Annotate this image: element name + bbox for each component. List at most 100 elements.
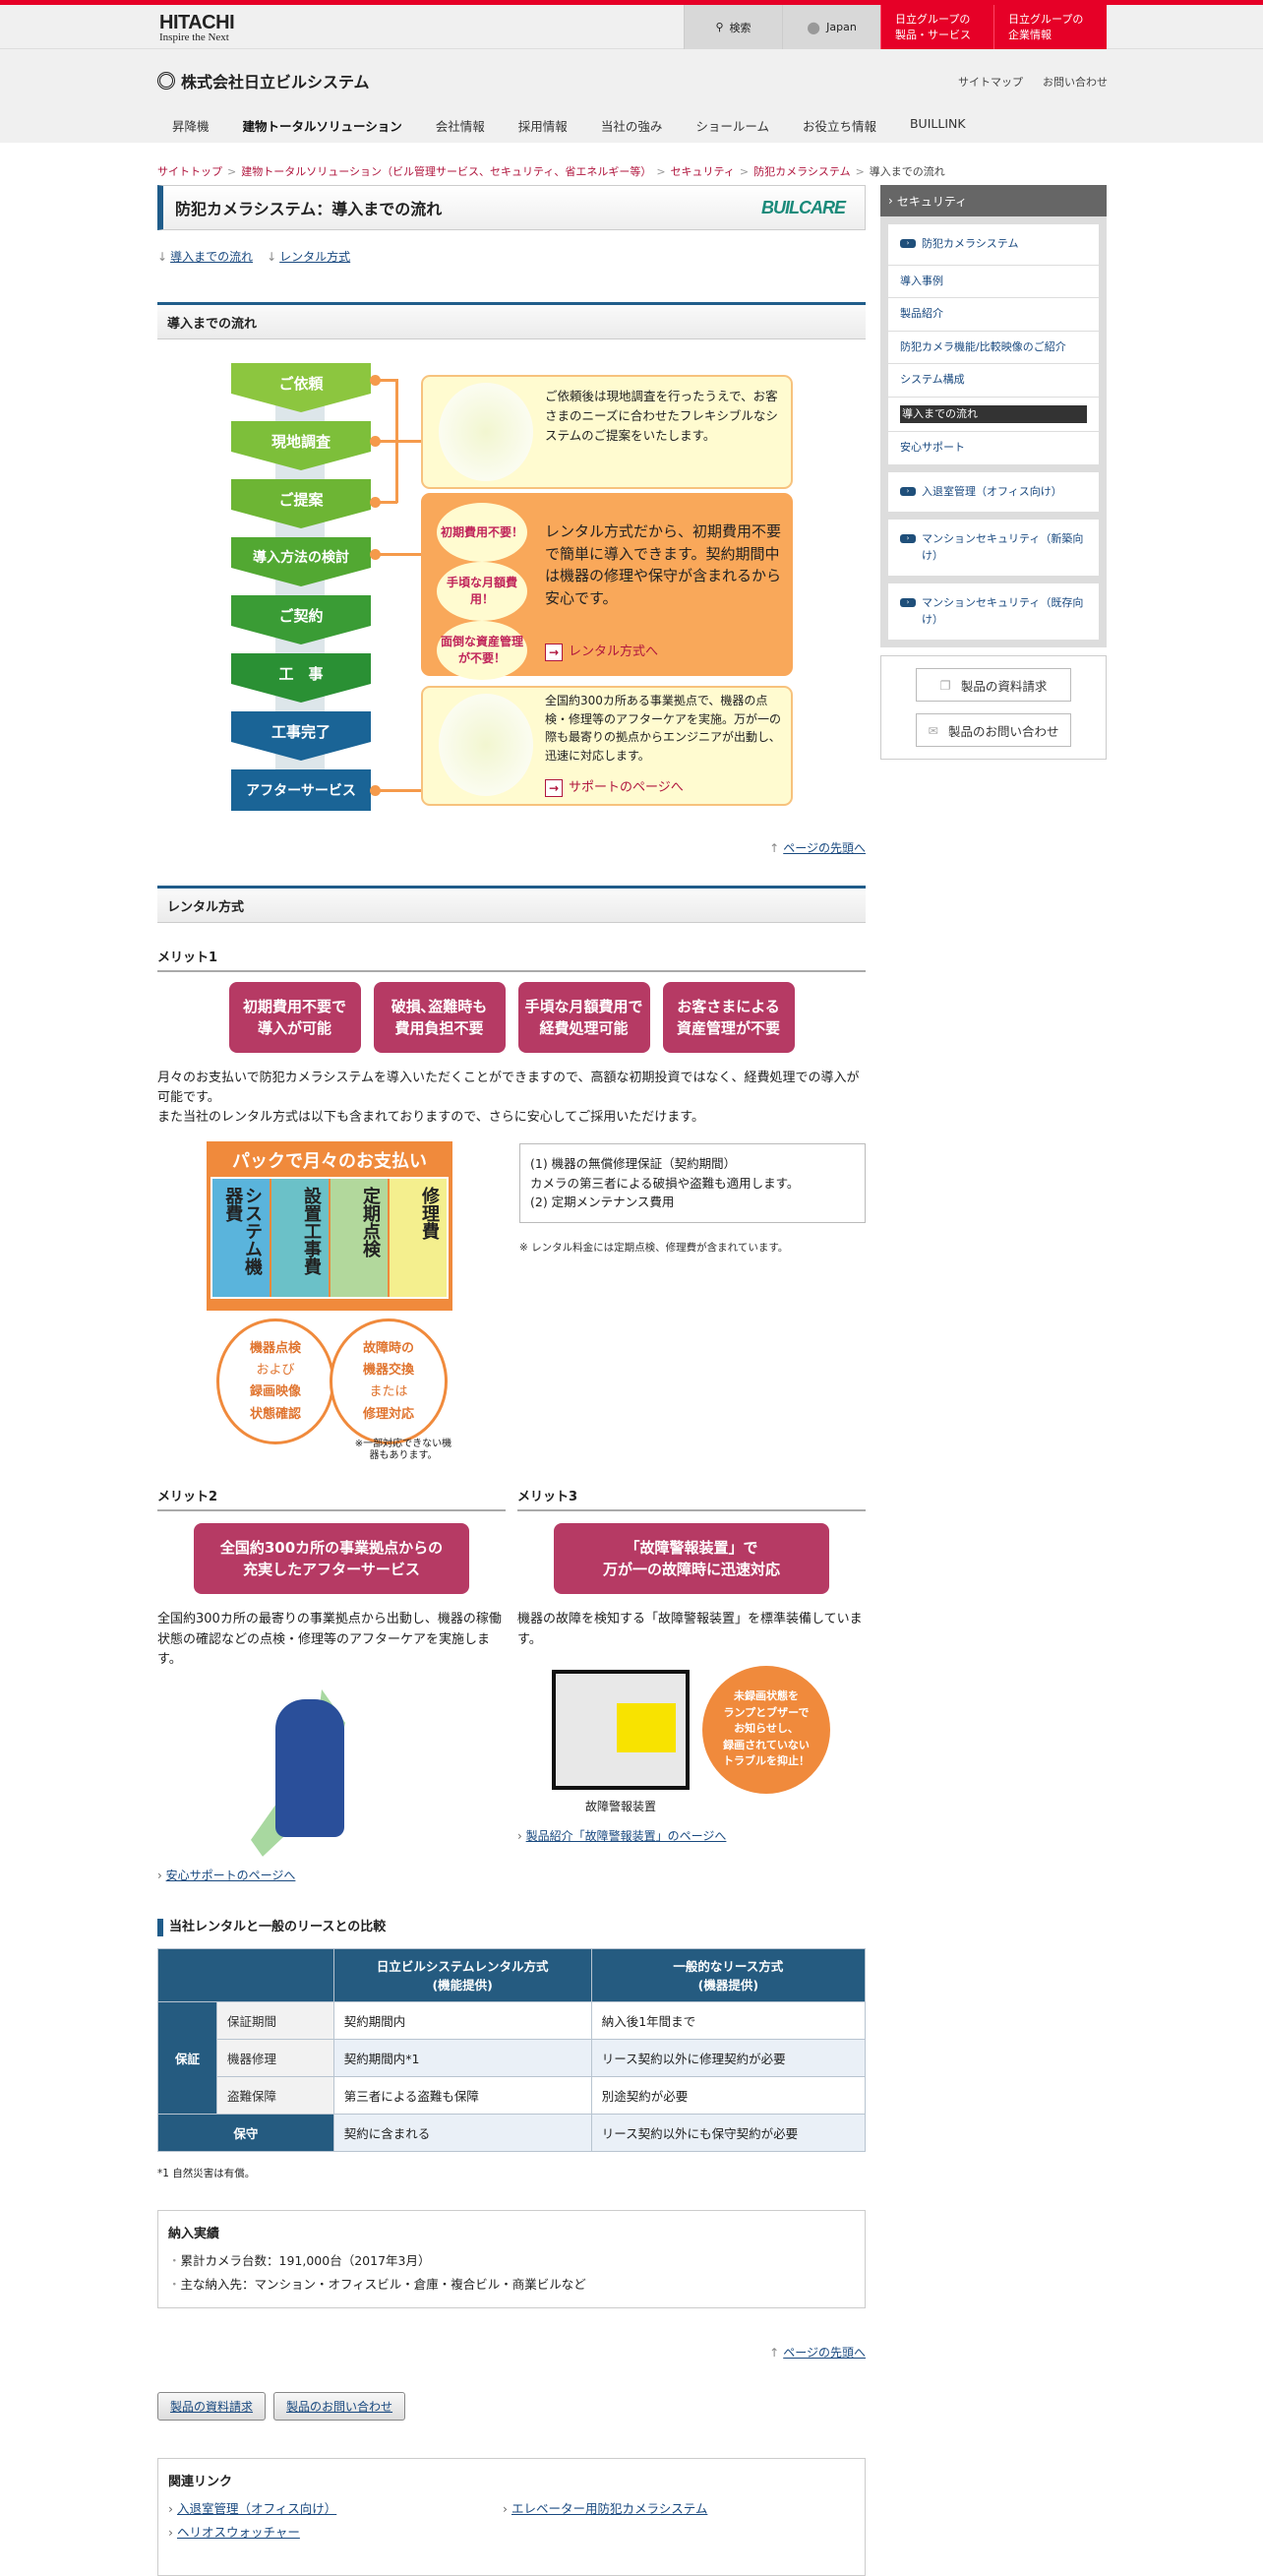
logo-text: HITACHI bbox=[159, 12, 235, 33]
related-links-box: 関連リンク › 入退室管理（オフィス向け）› エレベーター用防犯カメラシステム … bbox=[157, 2458, 866, 2576]
contact-link[interactable]: お問い合わせ bbox=[1043, 76, 1108, 89]
flow-step: アフターサービス bbox=[231, 769, 371, 811]
sidebar-item-mansion-existing[interactable]: ›マンションセキュリティ（既存向け） bbox=[888, 583, 1099, 640]
sidebar-heading[interactable]: ›セキュリティ bbox=[880, 185, 1107, 216]
merit-badge: 手頃な月額費用で経費処理可能 bbox=[517, 982, 650, 1053]
photo-caption: 故障警報装置 bbox=[584, 1799, 656, 1813]
sidebar-inquiry-button[interactable]: ✉製品のお問い合わせ bbox=[916, 713, 1071, 747]
merit-badge: 全国約300カ所の事業拠点からの充実したアフターサービス bbox=[194, 1523, 469, 1595]
sitemap-link[interactable]: サイトマップ bbox=[958, 76, 1023, 89]
flow-box-after-service: 全国約300カ所ある事業拠点で、機器の点検・修理等のアフターケアを実施。万が一の… bbox=[421, 686, 793, 806]
back-to-top-link[interactable]: ページの先頭へ bbox=[783, 841, 866, 855]
flow-box-rental: 初期費用不要！ 手頃な月額費用！ 面倒な資産管理が不要！ レンタル方式だから、初… bbox=[421, 493, 793, 680]
company-logo[interactable]: 株式会社日立ビルシステム bbox=[157, 69, 370, 92]
chevron-right-icon: › bbox=[900, 598, 916, 607]
back-to-top-link[interactable]: ページの先頭へ bbox=[783, 2346, 866, 2361]
merit-badge: お客さまによる資産管理が不要 bbox=[662, 982, 795, 1053]
chevron-right-icon: › bbox=[900, 534, 916, 543]
related-link[interactable]: エレベーター用防犯カメラシステム bbox=[511, 2501, 708, 2517]
global-nav: 昇降機 建物トータルソリューション 会社情報 採用情報 当社の強み ショールーム お役立ち情… bbox=[172, 116, 966, 135]
request-materials-button[interactable]: 製品の資料請求 bbox=[157, 2392, 267, 2422]
arrow-down-icon: ↓ bbox=[267, 250, 277, 264]
nav-item-active[interactable]: 建物トータルソリューション bbox=[242, 119, 402, 134]
pack-col: 設置工事費 bbox=[271, 1179, 329, 1298]
breadcrumb-link[interactable]: 防犯カメラシステム bbox=[753, 165, 851, 178]
nav-item[interactable]: 当社の強み bbox=[600, 119, 663, 134]
merit1-text: また当社のレンタル方式は以下も含まれておりますので、さらに安心してご採用いただけ… bbox=[157, 1110, 705, 1126]
rental-note: ※ レンタル料金には定期点検、修理費が含まれています。 bbox=[519, 1242, 789, 1255]
rental-link[interactable]: → レンタル方式へ bbox=[545, 643, 658, 663]
alarm-device-link[interactable]: 製品紹介「故障警報装置」のページへ bbox=[525, 1828, 727, 1843]
merit2-text: 全国約300カ所の最寄りの事業拠点から出動し、機器の稼働状態の確認などの点検・修… bbox=[157, 1612, 502, 1667]
search-label: 検索 bbox=[729, 21, 752, 34]
sidebar-item[interactable]: 導入事例 bbox=[888, 266, 1099, 298]
pack-note: ※一部対応できない機器もあります。 bbox=[354, 1439, 452, 1462]
sidebar: ›セキュリティ ›防犯カメラシステム 導入事例 製品紹介 防犯カメラ機能/比較映… bbox=[880, 185, 1107, 760]
breadcrumb-current: 導入までの流れ bbox=[869, 165, 945, 178]
region-button[interactable]: ●Japan bbox=[782, 5, 880, 49]
anchor-link-flow[interactable]: 導入までの流れ bbox=[170, 250, 254, 264]
related-link[interactable]: ヘリオスウォッチャー bbox=[176, 2525, 300, 2541]
sidebar-item-access[interactable]: ›入退室管理（オフィス向け） bbox=[888, 472, 1099, 513]
search-button[interactable]: ⚲ 検索 bbox=[684, 5, 782, 49]
breadcrumb-link[interactable]: 建物トータルソリューション（ビル管理サービス、セキュリティ、省エネルギー等） bbox=[241, 165, 652, 178]
support-page-link[interactable]: 安心サポートのページへ bbox=[165, 1868, 296, 1882]
product-inquiry-button[interactable]: 製品のお問い合わせ bbox=[273, 2392, 406, 2422]
sidebar-item[interactable]: 安心サポート bbox=[900, 441, 965, 454]
merit3-heading: メリット3 bbox=[517, 1486, 866, 1512]
sidebar-item-camera[interactable]: ›防犯カメラシステム bbox=[888, 224, 1099, 266]
sidebar-item[interactable]: システム構成 bbox=[888, 364, 1099, 398]
link-label: レンタル方式へ bbox=[569, 644, 659, 659]
group-products-link[interactable]: 日立グループの製品・サービス bbox=[880, 5, 993, 49]
search-icon: ⚲ bbox=[715, 21, 724, 33]
anchor-link-rental[interactable]: レンタル方式 bbox=[279, 250, 351, 264]
flow-box-text: ご依頼後は現地調査を行ったうえで、お客さまのニーズに合わせたフレキシブルなシステ… bbox=[545, 389, 778, 443]
related-heading: 関連リンク bbox=[168, 2475, 233, 2490]
label: 日立グループの bbox=[895, 13, 971, 27]
pack-col: 定期点検 bbox=[331, 1179, 388, 1298]
table-row: 保証保証期間契約期間内納入後1年間まで bbox=[157, 2000, 867, 2115]
sidebar-item-current[interactable]: 導入までの流れ bbox=[888, 398, 1099, 432]
arrow-right-icon: → bbox=[545, 644, 563, 662]
engineer-illustration bbox=[439, 694, 533, 796]
sidebar-item[interactable]: 製品紹介 bbox=[888, 298, 1099, 332]
page-title: 防犯カメラシステム：導入までの流れ bbox=[175, 200, 443, 218]
nav-item[interactable]: 昇降機 bbox=[172, 119, 210, 134]
company-name: 株式会社日立ビルシステム bbox=[181, 73, 370, 92]
included-list: (1) 機器の無償修理保証（契約期間）カメラの第三者による破損や盗難も適用します… bbox=[519, 1143, 866, 1223]
merit1-text: 月々のお支払いで防犯カメラシステムを導入いただくことができますので、高額な初期投… bbox=[157, 1071, 860, 1106]
related-link[interactable]: 入退室管理（オフィス向け） bbox=[176, 2501, 337, 2517]
nav-item[interactable]: 採用情報 bbox=[517, 119, 568, 134]
merit-badge: 「故障警報装置」で万が一の故障時に迅速対応 bbox=[554, 1523, 829, 1595]
nav-item[interactable]: BUILLINK bbox=[909, 116, 966, 131]
nav-item[interactable]: お役立ち情報 bbox=[802, 119, 876, 134]
nav-item[interactable]: 会社情報 bbox=[435, 119, 485, 134]
bubble-inspection: 機器点検および録画映像状態確認 bbox=[216, 1319, 334, 1445]
comparison-heading: 当社レンタルと一般のリースとの比較 bbox=[157, 1918, 866, 1936]
section-heading-rental: レンタル方式 bbox=[157, 886, 866, 923]
alarm-bubble: 未録画状態をランプとブザーでお知らせし、録画されていないトラブルを抑止！ bbox=[702, 1665, 830, 1794]
sidebar-request-button[interactable]: ❐製品の資料請求 bbox=[916, 668, 1071, 702]
document-icon: ❐ bbox=[939, 677, 951, 693]
group-corp-link[interactable]: 日立グループの企業情報 bbox=[993, 5, 1107, 49]
sidebar-item[interactable]: 防犯カメラ機能/比較映像のご紹介 bbox=[888, 332, 1099, 364]
bubble-repair: 故障時の機器交換または修理対応 bbox=[330, 1319, 448, 1445]
table-row: 盗難保障第三者による盗難も保障別途契約が必要 bbox=[158, 2075, 867, 2115]
label: 企業情報 bbox=[1008, 28, 1052, 41]
breadcrumb-link[interactable]: サイトトップ bbox=[157, 165, 222, 178]
sidebar-item-mansion-new[interactable]: ›マンションセキュリティ（新築向け） bbox=[888, 520, 1099, 576]
support-link[interactable]: →サポートのページへ bbox=[545, 778, 684, 799]
engineer-running-illustration bbox=[157, 1670, 506, 1867]
flow-step: 導入方法の検討 bbox=[231, 537, 371, 586]
pack-col: システム機器費 bbox=[212, 1179, 270, 1298]
label: 製品・サービス bbox=[895, 28, 971, 41]
flow-box-text: 全国約300カ所ある事業拠点で、機器の点検・修理等のアフターケアを実施。万が一の… bbox=[545, 694, 782, 763]
alarm-device-photo bbox=[552, 1669, 690, 1790]
breadcrumb-link[interactable]: セキュリティ bbox=[670, 165, 735, 178]
flow-box-proposal: ご依頼後は現地調査を行ったうえで、お客さまのニーズに合わせたフレキシブルなシステ… bbox=[421, 375, 793, 489]
nav-item[interactable]: ショールーム bbox=[695, 119, 769, 134]
